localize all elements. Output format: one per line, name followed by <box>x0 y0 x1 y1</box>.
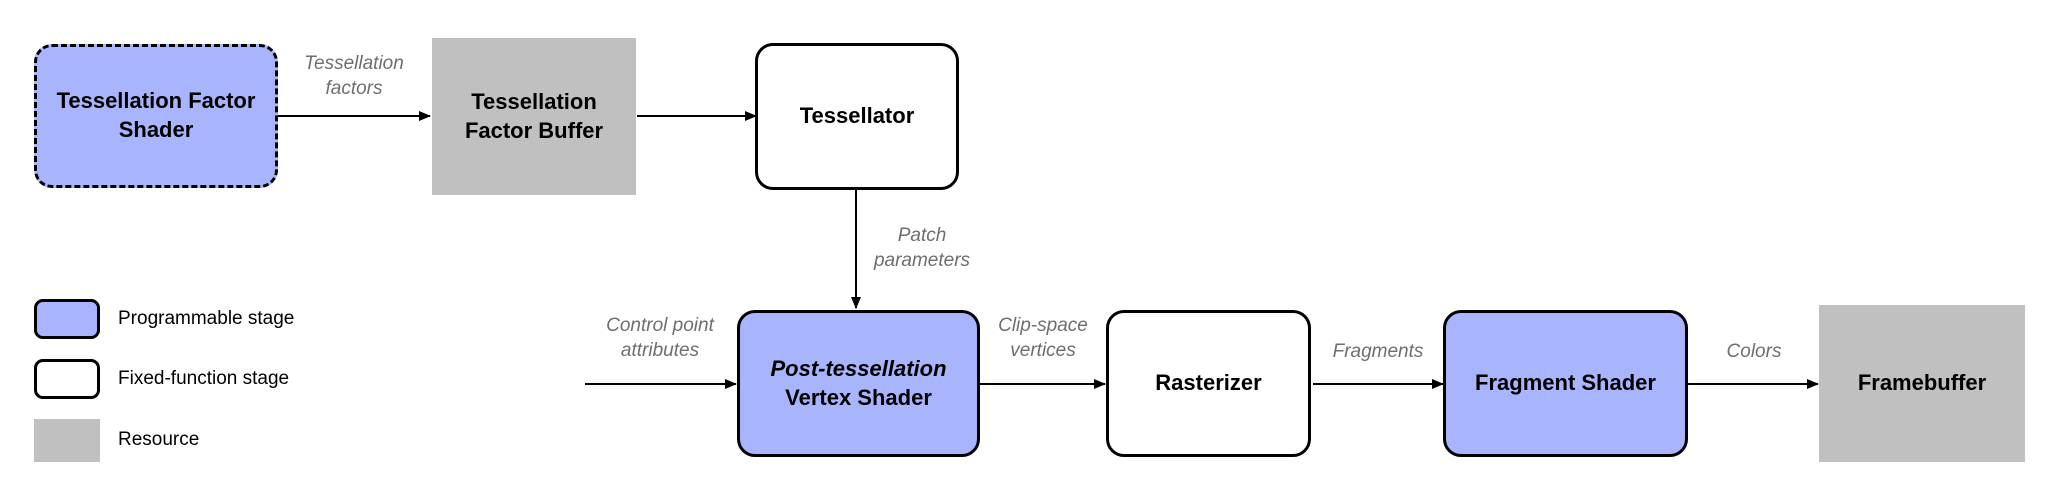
edge-label-line: Fragments <box>1332 341 1424 362</box>
edge-label-line: vertices <box>1010 339 1076 361</box>
edge-label-line: attributes <box>620 339 700 361</box>
node-label: Rasterizer <box>1155 370 1262 396</box>
edge-label-line: Tessellation <box>304 53 404 74</box>
tessellation-factor-buffer-node: Tessellation Factor Buffer <box>432 38 636 195</box>
rasterizer-node: Rasterizer <box>1106 310 1311 457</box>
edge-label-patch-parameters: Patch parameters <box>862 224 982 273</box>
node-label: Vertex Shader <box>785 384 932 410</box>
edge-label-line: Colors <box>1726 341 1782 362</box>
node-label: Tessellation Factor <box>56 88 256 114</box>
post-tessellation-vertex-shader-node: Post-tessellation Vertex Shader <box>737 310 980 457</box>
node-label: Tessellator <box>799 103 915 129</box>
legend-label-programmable: Programmable stage <box>118 308 295 329</box>
node-label: Factor Buffer <box>464 117 604 143</box>
edge-label-line: parameters <box>873 249 971 271</box>
tessellator-node: Tessellator <box>755 43 959 190</box>
legend-swatch-resource <box>34 419 100 462</box>
node-label: Post-tessellation <box>770 355 947 381</box>
edge-label-line: Control point <box>606 315 714 336</box>
legend-label-fixed-function: Fixed-function stage <box>118 368 290 389</box>
edge-label-colors: Colors <box>1694 340 1814 365</box>
edge-label-line: Clip-space <box>998 315 1088 336</box>
edge-label-fragments: Fragments <box>1318 340 1438 365</box>
node-label: Framebuffer <box>1857 370 1987 396</box>
legend-label-resource: Resource <box>118 429 200 450</box>
node-label: Shader <box>118 117 194 142</box>
tessellation-factor-shader-node: Tessellation Factor Shader <box>34 44 278 188</box>
edge-label-control-point-attributes: Control point attributes <box>580 314 740 363</box>
edge-label-line: factors <box>325 77 383 99</box>
edge-label-clip-space-vertices: Clip-space vertices <box>983 314 1103 363</box>
framebuffer-node: Framebuffer <box>1819 305 2025 462</box>
fragment-shader-node: Fragment Shader <box>1443 310 1688 457</box>
node-label: Fragment Shader <box>1475 370 1656 396</box>
edge-label-tessellation-factors: Tessellation factors <box>284 52 424 101</box>
edge-label-line: Patch <box>897 225 947 246</box>
legend-swatch-programmable <box>34 299 100 339</box>
node-label: Tessellation <box>471 88 597 114</box>
legend-swatch-fixed-function <box>34 359 100 399</box>
